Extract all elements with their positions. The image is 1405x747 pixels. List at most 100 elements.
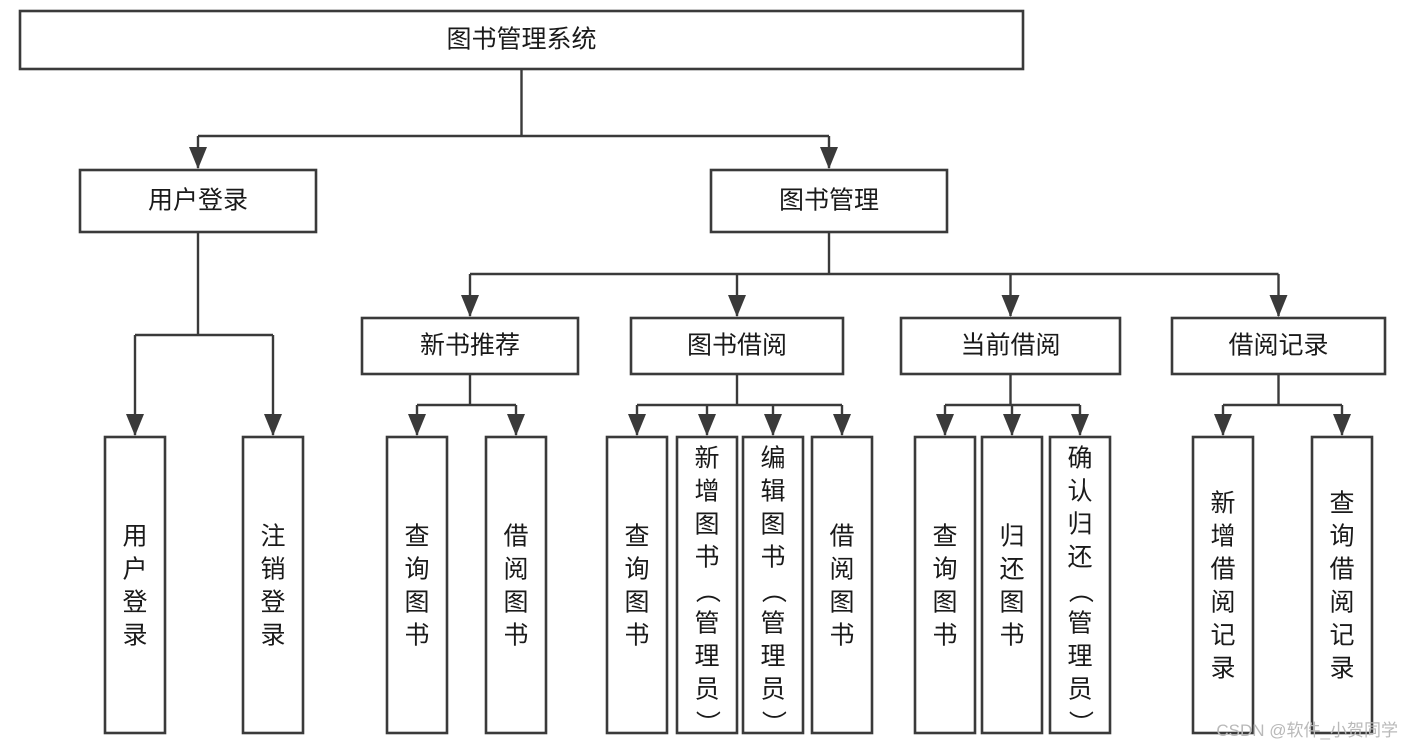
svg-text:借: 借: [1210, 556, 1235, 584]
node-current-borrow-label: 当前借阅: [960, 332, 1060, 360]
leaf-query-book-2-box[interactable]: [605, 435, 669, 735]
svg-text:图: 图: [932, 589, 957, 617]
leaf-borrow-book-1-box[interactable]: [484, 435, 548, 735]
arrow-user-login-to-user-login-do: [126, 414, 144, 436]
leaf-user-logout-box[interactable]: [241, 435, 305, 735]
node-book-manage[interactable]: 图书管理: [709, 168, 949, 234]
svg-text:增: 增: [1210, 523, 1235, 551]
node-borrow-record-box[interactable]: [1170, 316, 1387, 376]
svg-text:借: 借: [829, 523, 854, 551]
node-current-borrow-box[interactable]: [899, 316, 1122, 376]
leaf-edit-book-box[interactable]: [741, 435, 805, 735]
svg-text:确: 确: [1067, 445, 1092, 473]
svg-text:书: 书: [760, 544, 785, 572]
svg-text:）: ）: [759, 710, 787, 735]
svg-text:管: 管: [760, 610, 785, 638]
node-new-book-recommend[interactable]: 新书推荐: [360, 316, 580, 376]
svg-text:查: 查: [404, 523, 429, 551]
node-root[interactable]: 图书管理系统: [18, 9, 1025, 71]
node-book-borrow-box[interactable]: [629, 316, 845, 376]
svg-text:编: 编: [760, 445, 785, 473]
svg-text:录: 录: [1329, 655, 1354, 683]
leaf-query-book-3-box[interactable]: [913, 435, 977, 735]
leaf-user-login-do[interactable]: 用户登录: [103, 435, 167, 735]
leaf-borrow-book-2-box[interactable]: [810, 435, 874, 735]
svg-text:书: 书: [503, 622, 528, 650]
svg-text:认: 认: [1067, 478, 1092, 506]
leaf-query-borrow-record-box[interactable]: [1310, 435, 1374, 735]
node-book-manage-box[interactable]: [709, 168, 949, 234]
svg-text:增: 增: [694, 478, 719, 506]
leaf-add-borrow-record-box[interactable]: [1191, 435, 1255, 735]
arrow-current-borrow-to-return-book: [1003, 414, 1021, 436]
node-user-login[interactable]: 用户登录: [78, 168, 318, 234]
svg-text:（: （: [1066, 578, 1094, 603]
svg-text:借: 借: [503, 523, 528, 551]
leaf-return-book-box[interactable]: [980, 435, 1044, 735]
node-user-login-box[interactable]: [78, 168, 318, 234]
leaf-user-login-do-box[interactable]: [103, 435, 167, 735]
svg-text:图: 图: [503, 589, 528, 617]
arrow-book-manage-to-new-book-recommend: [461, 295, 479, 317]
svg-text:还: 还: [1067, 544, 1092, 572]
svg-text:新: 新: [694, 445, 719, 473]
svg-text:管: 管: [1067, 610, 1092, 638]
arrow-current-borrow-to-query-book-3: [936, 414, 954, 436]
svg-text:（: （: [759, 578, 787, 603]
svg-text:辑: 辑: [760, 478, 785, 506]
svg-text:查: 查: [624, 523, 649, 551]
svg-text:书: 书: [624, 622, 649, 650]
svg-text:登: 登: [122, 589, 147, 617]
node-book-borrow[interactable]: 图书借阅: [629, 316, 845, 376]
arrow-borrow-record-to-add-borrow-record: [1214, 414, 1232, 436]
arrow-book-manage-to-book-borrow: [728, 295, 746, 317]
svg-text:查: 查: [1329, 490, 1354, 518]
node-book-borrow-label: 图书借阅: [687, 332, 787, 360]
svg-text:录: 录: [260, 622, 285, 650]
node-borrow-record[interactable]: 借阅记录: [1170, 316, 1387, 376]
leaf-query-book-1-box[interactable]: [385, 435, 449, 735]
svg-text:阅: 阅: [1210, 589, 1235, 617]
arrow-book-manage-to-borrow-record: [1269, 295, 1288, 317]
node-new-book-recommend-box[interactable]: [360, 316, 580, 376]
svg-text:书: 书: [999, 622, 1024, 650]
node-new-book-recommend-label: 新书推荐: [420, 332, 520, 360]
leaf-confirm-return-box[interactable]: [1048, 435, 1112, 735]
svg-text:图: 图: [404, 589, 429, 617]
svg-text:询: 询: [1329, 523, 1354, 551]
node-current-borrow[interactable]: 当前借阅: [899, 316, 1122, 376]
svg-text:询: 询: [624, 556, 649, 584]
node-root-box[interactable]: [18, 9, 1025, 71]
svg-text:归: 归: [999, 523, 1024, 551]
svg-text:录: 录: [122, 622, 147, 650]
node-root-label: 图书管理系统: [446, 26, 596, 54]
leaf-add-book-box[interactable]: [675, 435, 739, 735]
arrow-user-login-to-user-logout: [264, 414, 282, 436]
svg-text:书: 书: [829, 622, 854, 650]
svg-text:查: 查: [932, 523, 957, 551]
svg-text:理: 理: [694, 643, 719, 671]
